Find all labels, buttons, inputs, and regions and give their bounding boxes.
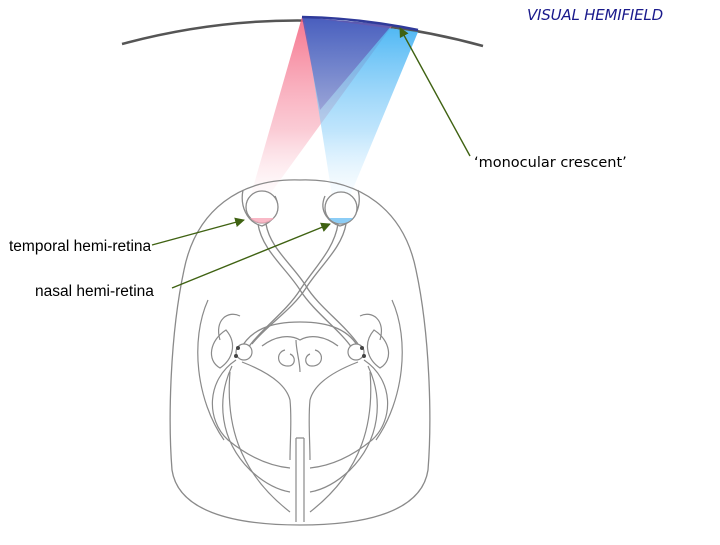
optic-radiations [197,299,403,513]
monocular-crescent-label: ‘monocular crescent’ [474,155,627,171]
temporal-hemi-retina-label: temporal hemi-retina [9,238,152,255]
left-eye [241,189,279,227]
occipital-midline [295,437,305,522]
head-outline [169,179,431,526]
left-lateral-geniculate-nucleus [234,343,253,361]
temporal-hemi-retina-arrow [151,217,245,246]
diagram-title: VISUAL HEMIFIELD [527,6,663,24]
nasal-hemi-retina-label: nasal hemi-retina [35,283,154,300]
midbrain-structures [210,313,390,373]
monocular-crescent-arrow [399,27,471,157]
right-eye [322,189,360,227]
binocular-overlap-region [302,17,392,110]
nasal-hemi-retina-arrow [171,222,331,289]
optic-nerves-and-chiasm [239,223,361,351]
right-lateral-geniculate-nucleus [347,343,366,361]
